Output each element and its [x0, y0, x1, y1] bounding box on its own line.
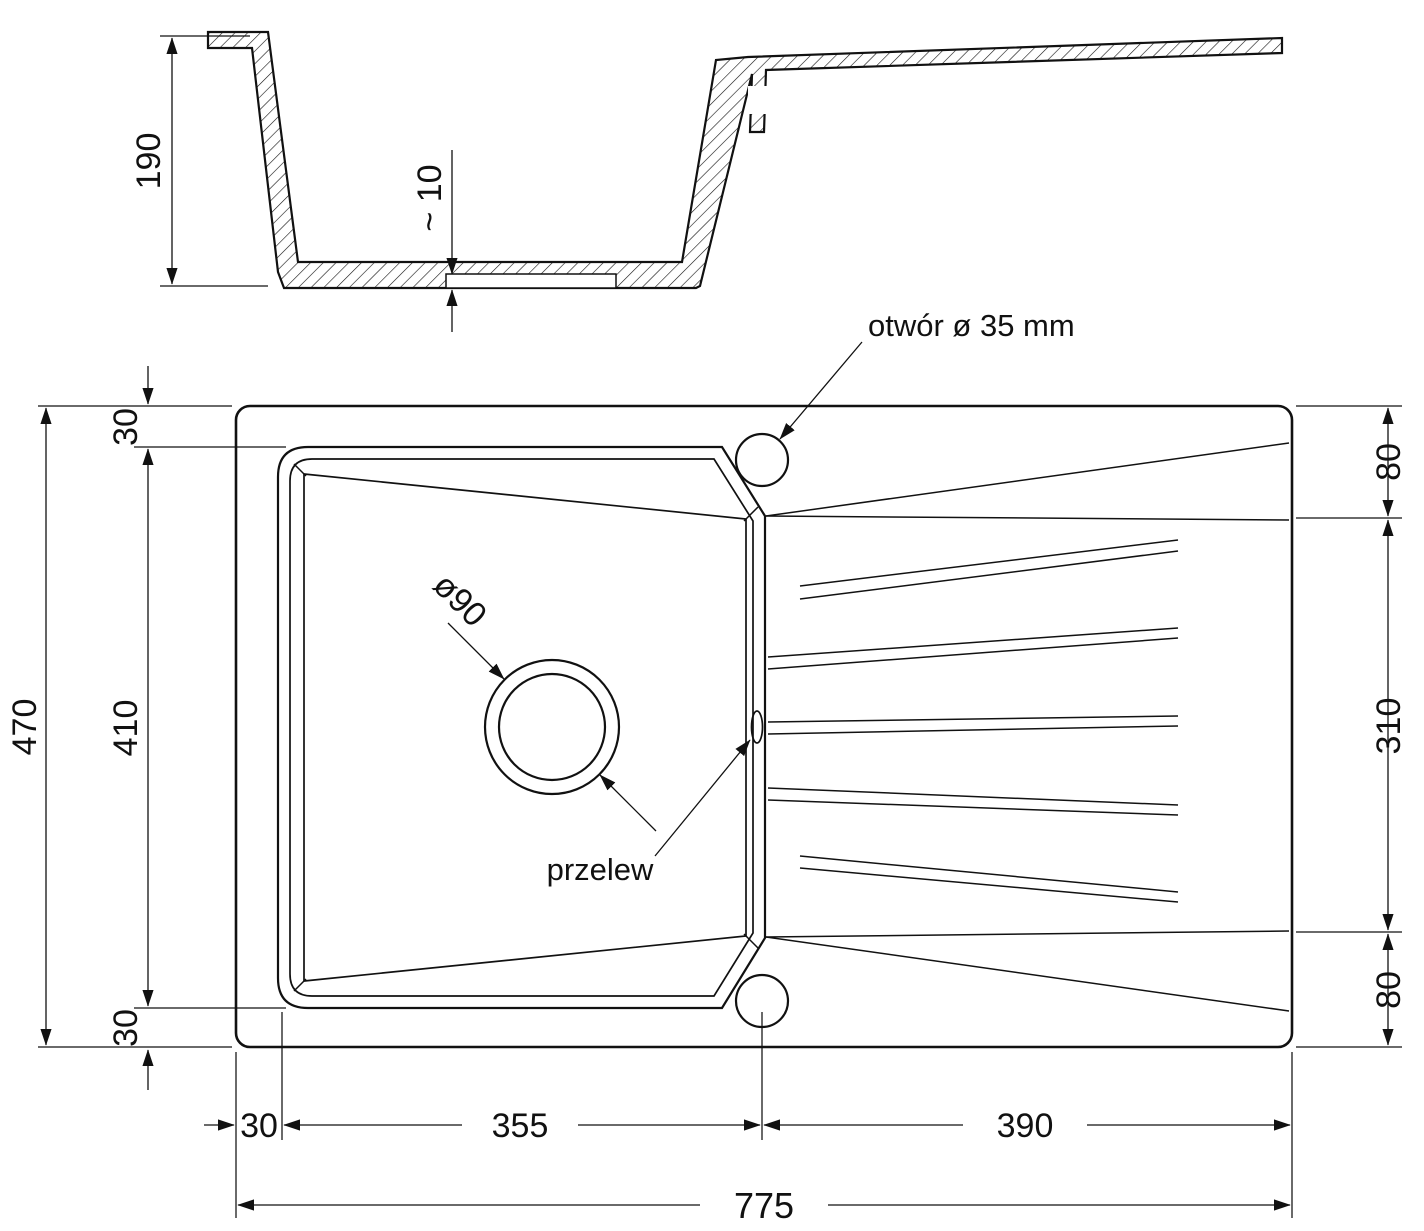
- section-hole-gap: [748, 86, 768, 114]
- tap-hole-circle: [734, 432, 790, 488]
- drainer-edge: [765, 936, 1290, 1012]
- drainer-groove: [799, 855, 1179, 893]
- section-view: 190 ~ 10: [130, 30, 1284, 332]
- dimensions: 470 30 410 30 80 310 80 30 355 390 775: [6, 366, 1408, 1226]
- drainer-edge: [765, 442, 1290, 517]
- bowl-rim-inner: [289, 458, 754, 997]
- overflow-slot: [750, 710, 764, 744]
- overflow-label: przelew: [547, 852, 654, 887]
- dim-410-label: 410: [107, 700, 145, 757]
- dim-775-label: 775: [734, 1185, 794, 1226]
- drainer-groove: [767, 637, 1179, 670]
- dim-355-label: 355: [492, 1107, 549, 1145]
- drainer-edge: [765, 515, 1290, 521]
- dim-30bottom-label: 30: [107, 1009, 145, 1047]
- drain-circle-inner: [497, 672, 607, 782]
- drain-circle-outer: [483, 658, 621, 796]
- dim-310-label: 310: [1370, 698, 1408, 755]
- dim-470-label: 470: [6, 699, 44, 756]
- annotations: otwór ø 35 mm ø90 przelew: [426, 308, 1075, 887]
- dim-80top-label: 80: [1370, 443, 1408, 481]
- drainer-groove: [767, 627, 1179, 658]
- bowl-bottom: [303, 473, 747, 982]
- bowl-rim-outer: [276, 445, 767, 1010]
- dim-390-label: 390: [997, 1107, 1054, 1145]
- drainer-groove: [767, 715, 1179, 723]
- dim-30left-label: 30: [240, 1107, 278, 1145]
- bowl-corner-tick: [293, 978, 307, 992]
- dim-190-label: 190: [130, 133, 168, 190]
- drainer-groove: [767, 799, 1179, 816]
- drainer-groove: [767, 787, 1179, 806]
- drain-dia-leader-1: [447, 622, 505, 680]
- drain-dia-leader-2: [599, 774, 657, 832]
- plan-view: [234, 404, 1294, 1049]
- drainer-groove: [767, 725, 1179, 735]
- section-bottom-recess: [445, 273, 617, 289]
- drainer-groove: [799, 550, 1179, 600]
- drain-dia-label: ø90: [426, 566, 494, 634]
- section-profile: [206, 30, 1284, 290]
- bowl-corner-tick: [743, 933, 759, 949]
- dim-10-label: ~ 10: [411, 164, 449, 231]
- sink-outline: [234, 404, 1294, 1049]
- overflow-leader: [654, 739, 751, 857]
- tap-hole-leader: [779, 341, 863, 440]
- bowl-corner-tick: [293, 463, 307, 477]
- tap-hole-note: otwór ø 35 mm: [868, 308, 1075, 343]
- drainer-groove: [799, 867, 1179, 903]
- dim-30top-label: 30: [107, 408, 145, 446]
- dim-80bottom-label: 80: [1370, 971, 1408, 1009]
- drainer-groove: [799, 539, 1179, 587]
- drainer-edge: [765, 930, 1290, 938]
- bowl-corner-tick: [743, 506, 759, 522]
